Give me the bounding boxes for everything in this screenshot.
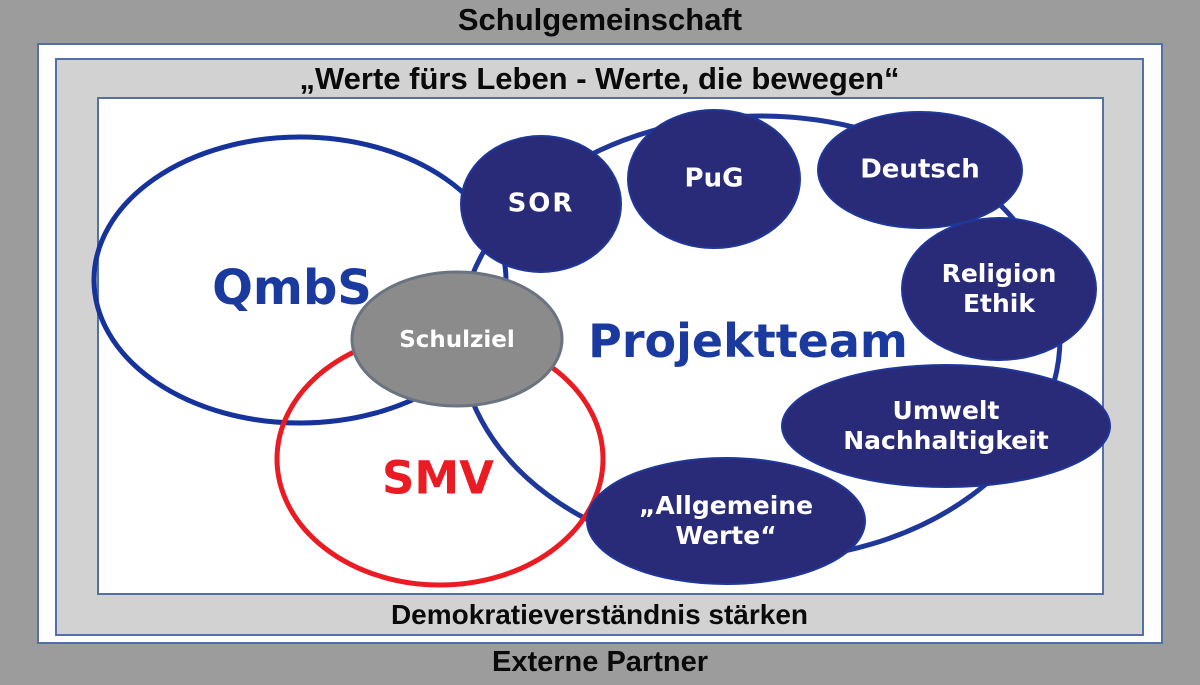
demokratie-label: Demokratieverständnis stärken [390, 599, 809, 630]
subject-label-umwelt-nachhaltigkeit: Umwelt Nachhaltigkeit [843, 396, 1049, 456]
subject-ellipse-deutsch [817, 111, 1023, 229]
werte-motto-label: „Werte fürs Leben - Werte, die bewegen“ [299, 61, 900, 96]
externe-partner-label: Externe Partner [492, 646, 708, 678]
subject-ellipse-pug [627, 109, 801, 249]
subject-ellipse-umwelt-nachhaltigkeit [781, 364, 1111, 488]
qmbs-label: QmbS [212, 260, 372, 316]
subject-ellipse-allgemeine-werte [586, 457, 866, 585]
subject-label-allgwerte-line1: „Allgemeine [638, 491, 814, 520]
subject-label-allgwerte-line2: Werte“ [675, 521, 777, 550]
subject-label-religion-line1: Religion [941, 259, 1057, 288]
schulziel-ellipse [350, 270, 564, 408]
smv-label: SMV [381, 451, 495, 505]
projektteam-label: Projektteam [588, 314, 908, 368]
subject-label-umwelt-line1: Umwelt [892, 396, 1000, 425]
subject-label-religion-ethik: Religion Ethik [942, 259, 1057, 319]
subject-label-religion-line2: Ethik [962, 289, 1036, 318]
subject-label-deutsch: Deutsch [860, 154, 980, 185]
subject-ellipse-sor [460, 135, 622, 273]
subject-label-pug: PuG [684, 163, 744, 194]
subject-label-allgemeine-werte: „Allgemeine Werte“ [639, 491, 813, 551]
subject-ellipse-religion-ethik [901, 217, 1097, 361]
subject-label-sor: SOR [507, 188, 575, 219]
schulziel-label: Schulziel [399, 327, 515, 353]
schulgemeinschaft-label: Schulgemeinschaft [457, 2, 743, 37]
subject-label-umwelt-line2: Nachhaltigkeit [843, 426, 1049, 455]
